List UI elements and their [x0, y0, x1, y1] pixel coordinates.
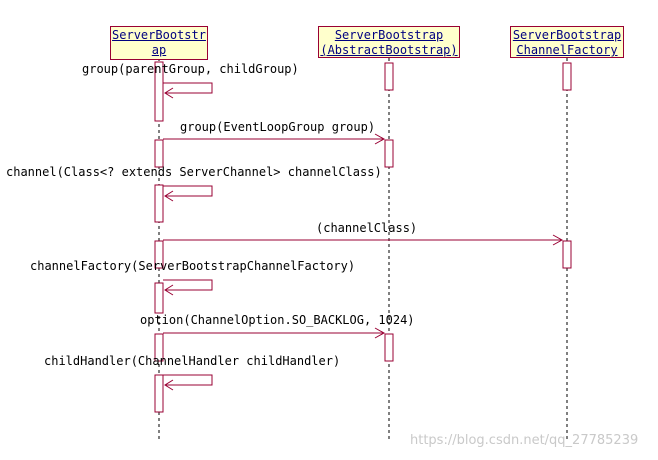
activation-bar: [384, 62, 394, 91]
message-label: option(ChannelOption.SO_BACKLOG, 1024): [140, 313, 415, 327]
participant-name-line: ServerBootstrap: [512, 28, 622, 42]
participant-name-line: ChannelFactory: [516, 43, 618, 57]
participant-name-line: ServerBootstrap: [334, 28, 444, 42]
activation-bar: [154, 61, 164, 122]
participant-header: ServerBootstrap ChannelFactory: [510, 26, 624, 58]
activation-bar: [154, 184, 164, 223]
activation-bar: [154, 333, 164, 362]
activation-bar: [154, 240, 164, 269]
watermark: https://blog.csdn.net/qq_27785239: [410, 433, 639, 448]
self-message-arrow: [163, 279, 213, 296]
participant-name-line: (AbstractBootstrap): [320, 43, 458, 57]
message-label: (channelClass): [316, 221, 418, 235]
call-arrow: [163, 327, 386, 339]
message-label: group(parentGroup, childGroup): [82, 62, 299, 76]
activation-bar: [154, 374, 164, 413]
participant-name-line: ServerBootstr: [112, 28, 206, 42]
activation-bar: [562, 240, 572, 269]
participant-name-line: ap: [151, 43, 167, 57]
activation-bar: [154, 282, 164, 314]
activation-bar: [154, 139, 164, 168]
activation-bar: [384, 333, 394, 362]
activation-bar: [384, 139, 394, 168]
message-label: channel(Class<? extends ServerChannel> c…: [6, 165, 382, 179]
call-arrow: [163, 133, 386, 145]
message-label: channelFactory(ServerBootstrapChannelFac…: [30, 259, 356, 273]
message-label: childHandler(ChannelHandler childHandler…: [44, 354, 341, 368]
self-message-arrow: [163, 185, 213, 202]
self-message-arrow: [163, 82, 213, 99]
participant-header: ServerBootstrap (AbstractBootstrap): [318, 26, 460, 58]
call-arrow: [163, 234, 564, 246]
message-label: group(EventLoopGroup group): [180, 120, 376, 134]
self-message-arrow: [163, 374, 213, 391]
activation-bar: [562, 62, 572, 91]
participant-header: ServerBootstr ap: [110, 26, 208, 60]
